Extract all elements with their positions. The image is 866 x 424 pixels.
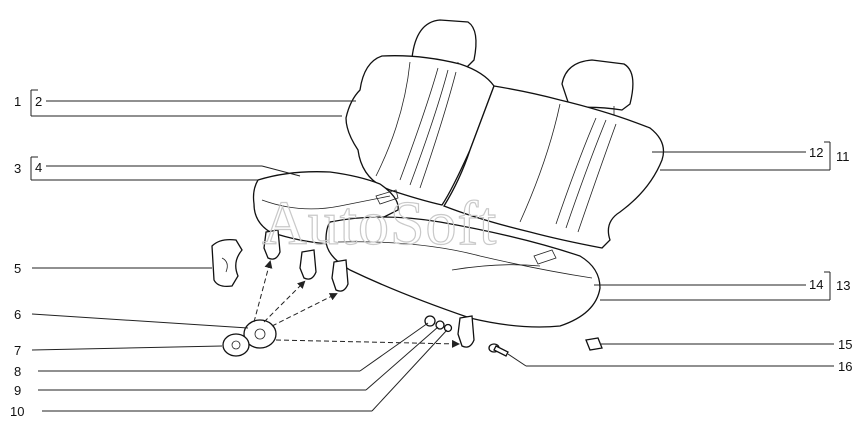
nut (222, 333, 250, 357)
callout-15: 15 (838, 337, 852, 352)
right-backrest (443, 59, 665, 249)
callout-labels: 1 2 3 4 5 6 7 8 9 10 11 12 13 14 15 16 (10, 94, 852, 419)
watermark: AutoSoft (262, 190, 497, 258)
flat-washer (443, 323, 453, 333)
callout-9: 9 (14, 383, 21, 398)
assembly-arrows (253, 260, 460, 348)
callout-16: 16 (838, 359, 852, 374)
callout-5: 5 (14, 261, 21, 276)
hinge-brackets (263, 229, 475, 348)
callout-6: 6 (14, 307, 21, 322)
left-backrest (345, 19, 495, 206)
callout-1: 1 (14, 94, 21, 109)
right-headrest (561, 59, 634, 111)
callout-4: 4 (35, 160, 42, 175)
clip (585, 337, 603, 351)
callout-12: 12 (809, 145, 823, 160)
callout-11: 11 (836, 149, 850, 164)
callout-8: 8 (14, 364, 21, 379)
callout-10: 10 (10, 404, 24, 419)
washer-disc (243, 319, 277, 349)
callout-14: 14 (809, 277, 823, 292)
bolt (488, 343, 509, 357)
callout-3: 3 (14, 161, 21, 176)
callout-7: 7 (14, 343, 21, 358)
right-cushion (325, 216, 601, 328)
callout-13: 13 (836, 278, 850, 293)
leader-lines (30, 89, 834, 412)
callout-2: 2 (35, 94, 42, 109)
